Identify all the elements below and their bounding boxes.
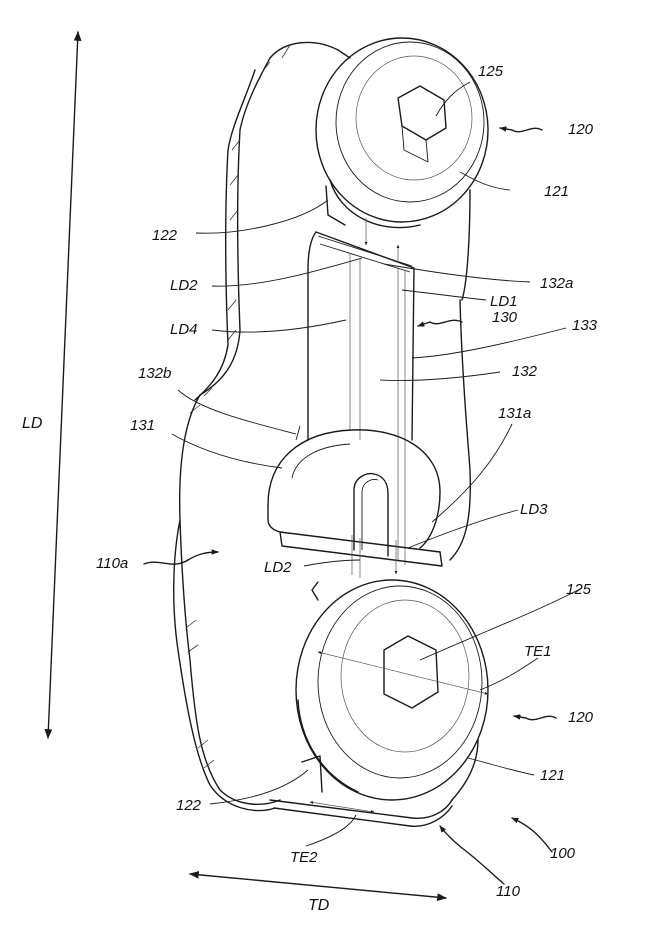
label-ld1: LD1 — [490, 293, 518, 310]
td-direction-arrow — [190, 874, 446, 898]
ref-120-bottom-arrow — [514, 716, 556, 720]
label-120-top: 120 — [568, 121, 594, 138]
ref-110-arrow — [440, 826, 504, 884]
label-ld3: LD3 — [520, 501, 548, 518]
label-132a: 132a — [540, 275, 573, 292]
upper-hex-socket-icon — [398, 86, 446, 140]
middle-hook — [268, 426, 442, 578]
label-131: 131 — [130, 417, 155, 434]
te2-dimension-line — [310, 802, 374, 812]
label-132: 132 — [512, 363, 538, 380]
lower-fastener — [296, 580, 488, 812]
te1-dimension-line — [318, 652, 488, 694]
label-td: TD — [308, 897, 330, 914]
label-te1: TE1 — [524, 643, 552, 660]
label-ld2-bottom: LD2 — [264, 559, 292, 576]
upper-fastener — [316, 38, 488, 228]
leader-lines — [172, 82, 582, 846]
ref-100-arrow — [512, 818, 552, 852]
lower-hex-socket-icon — [384, 636, 438, 708]
label-te2: TE2 — [290, 849, 318, 866]
ref-130-arrow — [418, 320, 462, 326]
label-121-top: 121 — [544, 183, 569, 200]
label-130: 130 — [492, 309, 518, 326]
label-ld2-top: LD2 — [170, 277, 198, 294]
label-121-bottom: 121 — [540, 767, 565, 784]
ld-direction-arrow — [48, 32, 78, 738]
label-ld4: LD4 — [170, 321, 198, 338]
label-100: 100 — [550, 845, 576, 862]
label-133: 133 — [572, 317, 598, 334]
body-plate — [174, 42, 478, 826]
label-110a: 110a — [96, 555, 128, 572]
label-120-bottom: 120 — [568, 709, 594, 726]
slot-channel — [308, 218, 414, 565]
label-122-top: 122 — [152, 227, 178, 244]
label-ld: LD — [22, 415, 43, 432]
label-132b: 132b — [138, 365, 171, 382]
label-125-bottom: 125 — [566, 581, 592, 598]
label-122-bottom: 122 — [176, 797, 202, 814]
label-110: 110 — [496, 883, 521, 900]
ref-120-top-arrow — [500, 128, 542, 132]
label-131a: 131a — [498, 405, 531, 422]
label-125-top: 125 — [478, 63, 504, 80]
